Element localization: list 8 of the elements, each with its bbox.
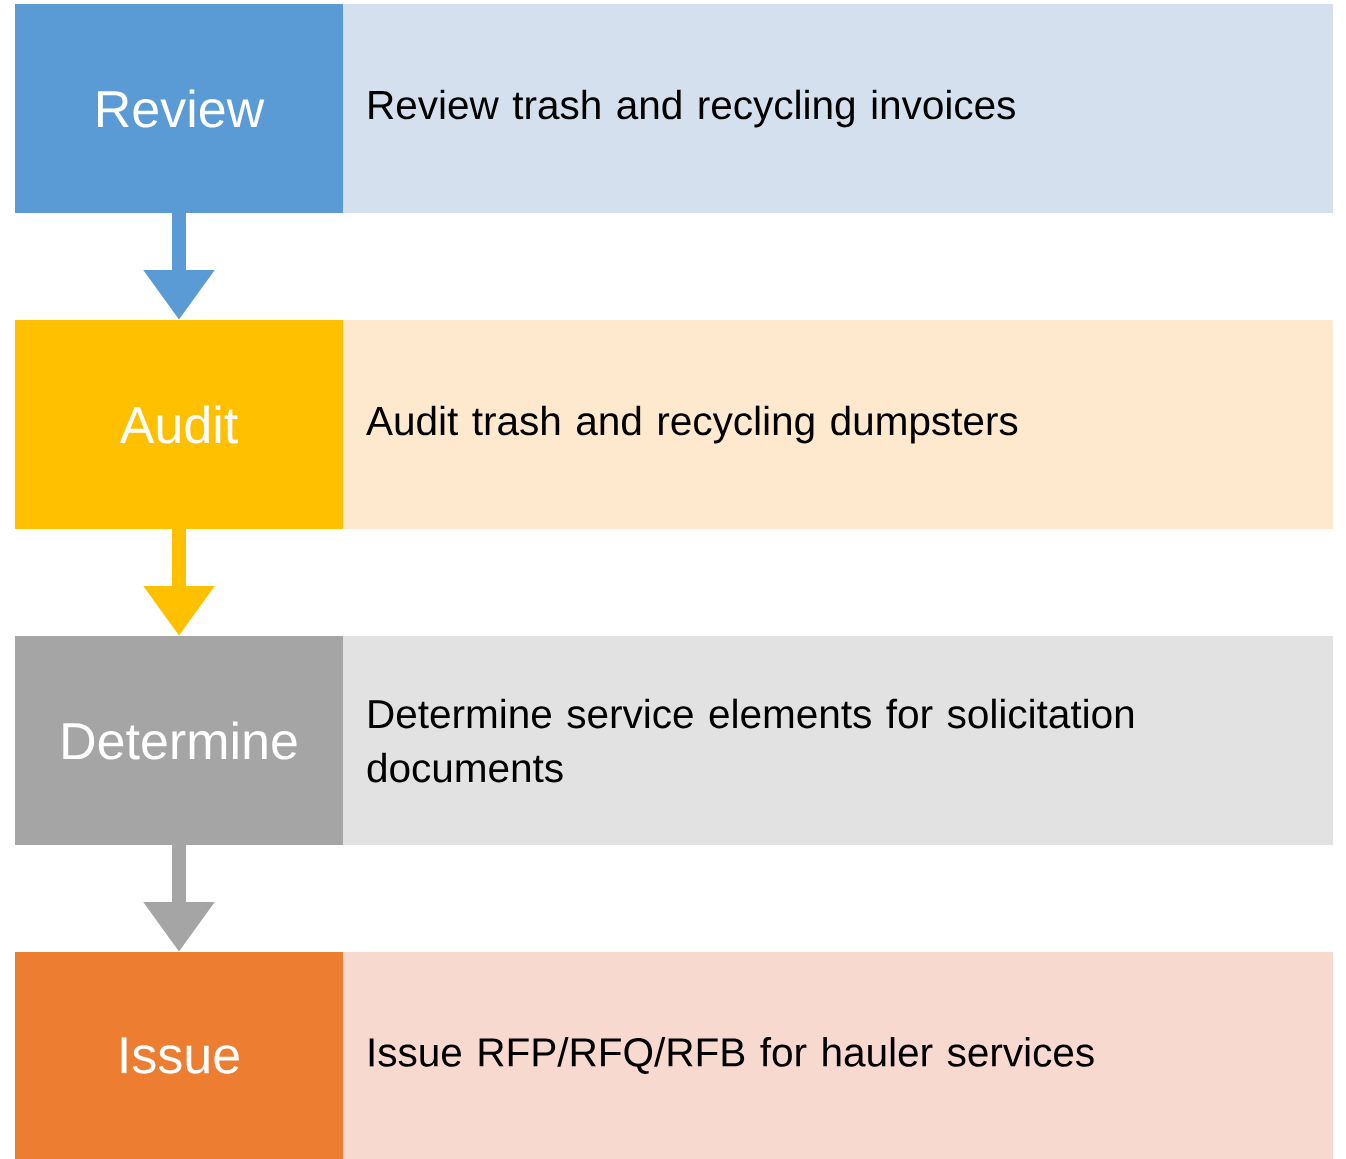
description-band: Issue RFP/RFQ/RFB for hauler services — [343, 952, 1333, 1159]
description-band: Determine service elements for solicitation documents — [343, 636, 1333, 845]
description-band: Review trash and recycling invoices — [343, 4, 1333, 213]
step-box: Review — [15, 4, 343, 213]
step-box: Issue — [15, 952, 343, 1159]
step-box: Audit — [15, 320, 343, 529]
description-band: Audit trash and recycling dumpsters — [343, 320, 1333, 529]
step-box: Determine — [15, 636, 343, 845]
